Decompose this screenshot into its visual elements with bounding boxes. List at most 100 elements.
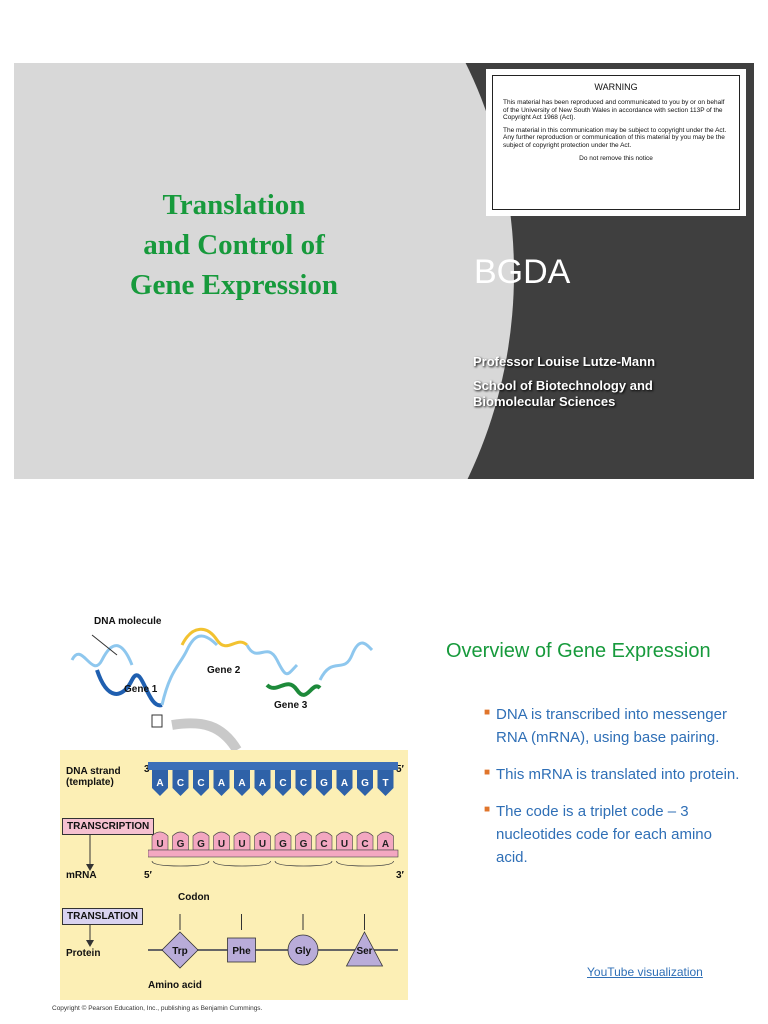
mrna-base-letter: U <box>238 839 245 850</box>
mrna-base-letter: U <box>218 839 225 850</box>
mrna-base <box>233 831 251 851</box>
codon-label: Codon <box>178 892 210 903</box>
presenter-name: Professor Louise Lutze-Mann <box>473 354 656 369</box>
overview-heading: Overview of Gene Expression <box>446 640 711 662</box>
amino-acid-text: Ser <box>356 946 372 957</box>
bullet-marker: ■ <box>484 804 491 815</box>
dna-base-letter: A <box>156 778 163 789</box>
bullet-list: ■ DNA is transcribed into messenger RNA … <box>484 703 744 883</box>
bullet-item: ■ DNA is transcribed into messenger RNA … <box>484 703 744 749</box>
mrna-backbone <box>148 849 399 858</box>
bullet-marker: ■ <box>484 767 491 778</box>
mrna-base <box>192 831 210 851</box>
mrna-base-letter: U <box>156 839 163 850</box>
translation-label: TRANSLATION <box>62 908 143 925</box>
bullet-text-2: This mRNA is translated into protein. <box>496 766 740 783</box>
amino-acid-shape <box>345 931 384 967</box>
mrna-base-letter: U <box>259 839 266 850</box>
dna-base <box>254 770 271 796</box>
gene1-label: Gene 1 <box>124 684 158 695</box>
dna-base-letter: C <box>300 778 307 789</box>
mrna-base-letter: G <box>279 839 287 850</box>
mrna-base <box>336 831 353 851</box>
dna-base-letter: A <box>238 778 245 789</box>
copyright-warning-box: WARNING This material has been reproduce… <box>486 69 746 216</box>
dna-base <box>172 770 189 796</box>
dna-base <box>275 770 291 796</box>
background-curve <box>14 63 514 479</box>
transcription-translation-panel: DNA strand (template) 3′ 5′ A C C A A A C C G A G T… <box>60 750 408 1000</box>
codon-bracket <box>336 860 394 867</box>
dna-5prime: 5′ <box>396 764 404 775</box>
transcription-label: TRANSCRIPTION <box>62 818 155 835</box>
dna-strand-label: DNA strand (template) <box>66 766 121 788</box>
dna-base-letter: A <box>341 778 348 789</box>
mrna-base-letter: G <box>300 839 308 850</box>
mrna-base <box>295 831 312 851</box>
mrna-base-letter: G <box>197 839 205 850</box>
flow-arrow-2 <box>86 924 94 947</box>
dna-base <box>357 770 373 796</box>
mrna-base-letter: C <box>361 839 368 850</box>
mrna-base-letter: C <box>320 839 327 850</box>
mrna-5prime: 5′ <box>144 870 152 881</box>
dna-base <box>193 770 209 796</box>
bullet-text-1: DNA is transcribed into messenger RNA (m… <box>496 706 727 746</box>
dna-base-letter: G <box>361 778 369 789</box>
gene-expression-figure: DNA molecule Gene 2 Gene 1 Gene 3 DNA st… <box>52 610 412 1020</box>
mrna-label: mRNA <box>66 870 97 881</box>
youtube-visualization-link[interactable]: YouTube visualization <box>587 965 703 979</box>
protein-label: Protein <box>66 948 101 959</box>
warning-footer: Do not remove this notice <box>579 154 653 162</box>
codon-bracket <box>213 860 271 867</box>
mrna-base <box>356 831 374 851</box>
dna-base-letter: T <box>382 778 388 789</box>
title-line-1: Translation <box>162 189 306 221</box>
codon-bracket <box>151 860 210 867</box>
codon-bracket <box>274 860 333 867</box>
mrna-base <box>172 831 189 851</box>
gene3-label: Gene 3 <box>274 700 308 711</box>
dna-base <box>213 770 230 796</box>
dna-molecule-illustration <box>70 627 374 750</box>
mrna-base <box>377 831 394 851</box>
warning-para-2: The material in this communication may b… <box>503 126 727 149</box>
bullet-item: ■ The code is a triplet code – 3 nucleot… <box>484 800 744 869</box>
dna-3prime: 3′ <box>144 764 152 775</box>
course-code: BGDA <box>474 253 571 291</box>
mrna-base-letter: G <box>177 839 185 850</box>
dna-base-letter: A <box>218 778 225 789</box>
amino-acid-text: Trp <box>172 946 188 957</box>
figure-copyright: Copyright © Pearson Education, Inc., pub… <box>52 1005 263 1012</box>
dna-backbone <box>148 762 398 770</box>
title-line-3: Gene Expression <box>129 269 339 301</box>
dna-base <box>316 770 332 796</box>
mrna-base <box>151 831 169 851</box>
flow-arrow-1 <box>86 834 94 871</box>
dna-base-letter: C <box>279 778 286 789</box>
mrna-base <box>254 831 271 851</box>
dna-base-letter: C <box>197 778 204 789</box>
gene2-label: Gene 2 <box>207 665 241 676</box>
dna-base-letter: G <box>320 778 328 789</box>
mrna-base <box>274 831 292 851</box>
dna-base <box>336 770 353 796</box>
mrna-base <box>315 831 333 851</box>
warning-heading: WARNING <box>594 82 638 92</box>
bullet-item: ■ This mRNA is translated into protein. <box>484 763 744 786</box>
mrna-base-letter: A <box>382 839 389 850</box>
bullet-marker: ■ <box>484 707 491 718</box>
dna-base <box>295 770 312 796</box>
amino-acid-shape <box>161 931 199 969</box>
amino-acid-text: Gly <box>295 946 312 957</box>
dna-base-letter: A <box>259 778 266 789</box>
title-line-2: and Control of <box>143 229 325 261</box>
title-slide: Translation and Control of Gene Expressi… <box>14 63 754 479</box>
mrna-base <box>213 831 230 851</box>
bullet-text-3: The code is a triplet code – 3 nucleotid… <box>496 803 712 866</box>
school-name: School of Biotechnology and Biomolecular… <box>473 378 653 409</box>
dna-base-letter: C <box>177 778 184 789</box>
dna-molecule-label: DNA molecule <box>94 616 162 627</box>
dna-base <box>234 770 250 796</box>
